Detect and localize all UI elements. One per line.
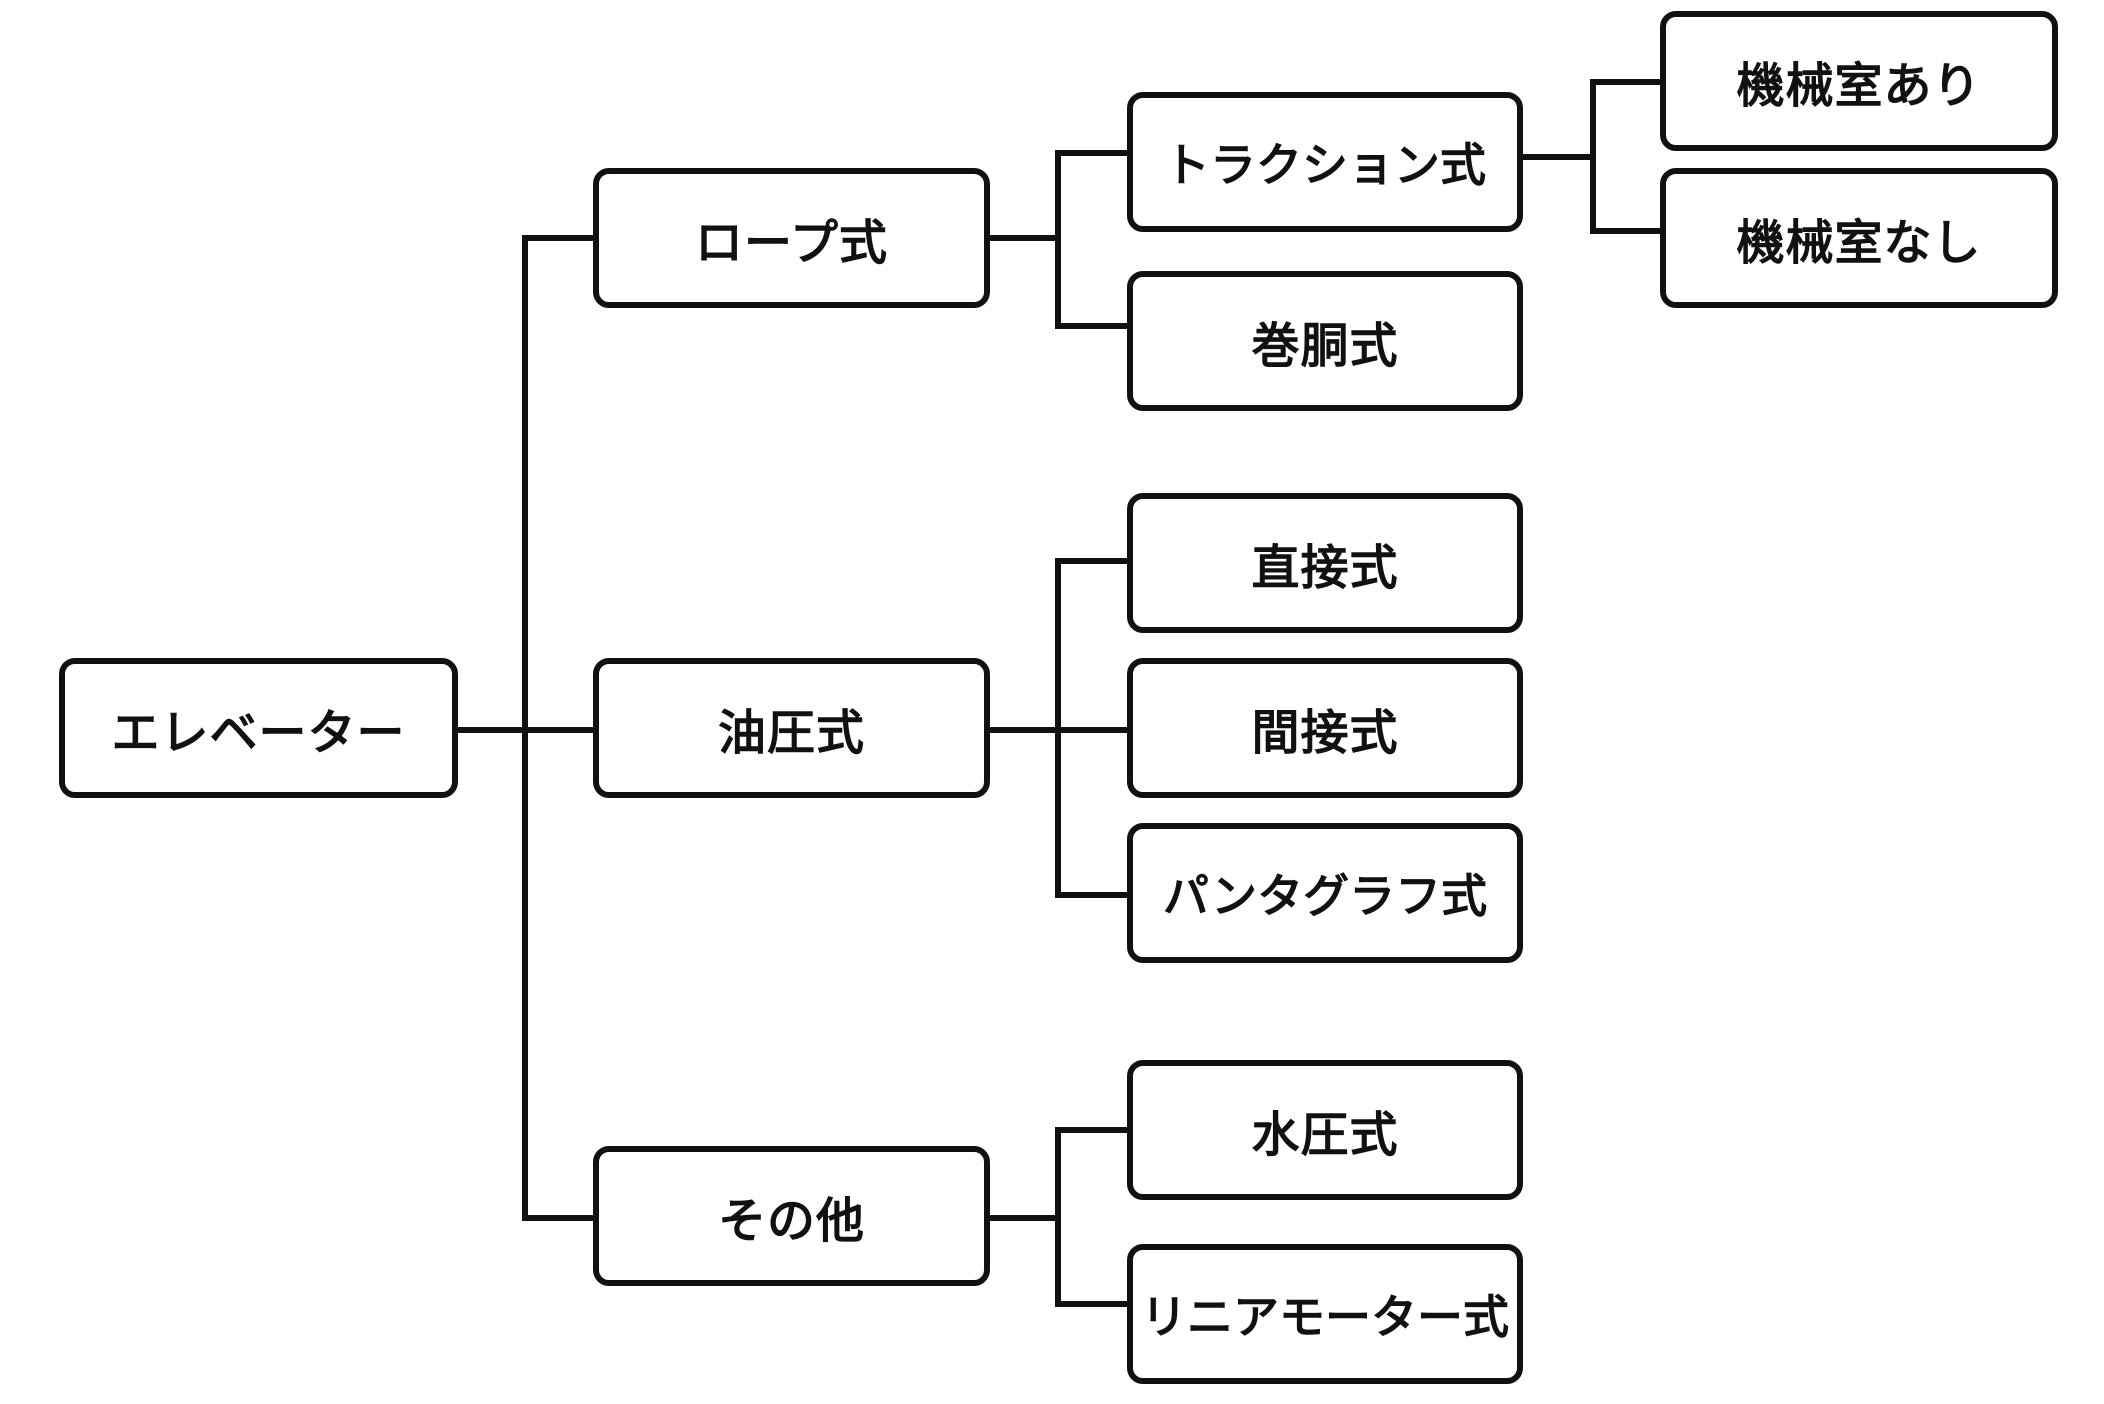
node-other: その他 [593,1146,990,1286]
node-direct: 直接式 [1127,493,1523,633]
node-water-pressure-label: 水圧式 [1251,1107,1399,1163]
node-linear-motor: リニアモーター式 [1127,1244,1523,1384]
node-linear-motor-label: リニアモーター式 [1141,1290,1509,1344]
node-elevator-label: エレベーター [111,705,406,761]
node-pantograph: パンタグラフ式 [1127,823,1523,963]
node-hydraulic-label: 油圧式 [717,705,865,761]
node-traction: トラクション式 [1127,92,1523,232]
node-traction-label: トラクション式 [1164,138,1486,192]
node-elevator: エレベーター [59,658,458,798]
node-pantograph-label: パンタグラフ式 [1162,869,1488,923]
node-with-machine-room: 機械室あり [1660,11,2058,151]
node-indirect-label: 間接式 [1251,705,1399,761]
node-rope-label: ロープ式 [694,215,889,271]
node-direct-label: 直接式 [1251,540,1399,596]
node-without-machine-room-label: 機械室なし [1736,215,1982,271]
node-hydraulic: 油圧式 [593,658,990,798]
node-with-machine-room-label: 機械室あり [1736,58,1982,114]
node-drum-label: 巻胴式 [1251,318,1399,374]
node-other-label: その他 [717,1193,865,1249]
node-water-pressure: 水圧式 [1127,1060,1523,1200]
node-drum: 巻胴式 [1127,271,1523,411]
node-rope: ロープ式 [593,168,990,308]
node-indirect: 間接式 [1127,658,1523,798]
node-without-machine-room: 機械室なし [1660,168,2058,308]
